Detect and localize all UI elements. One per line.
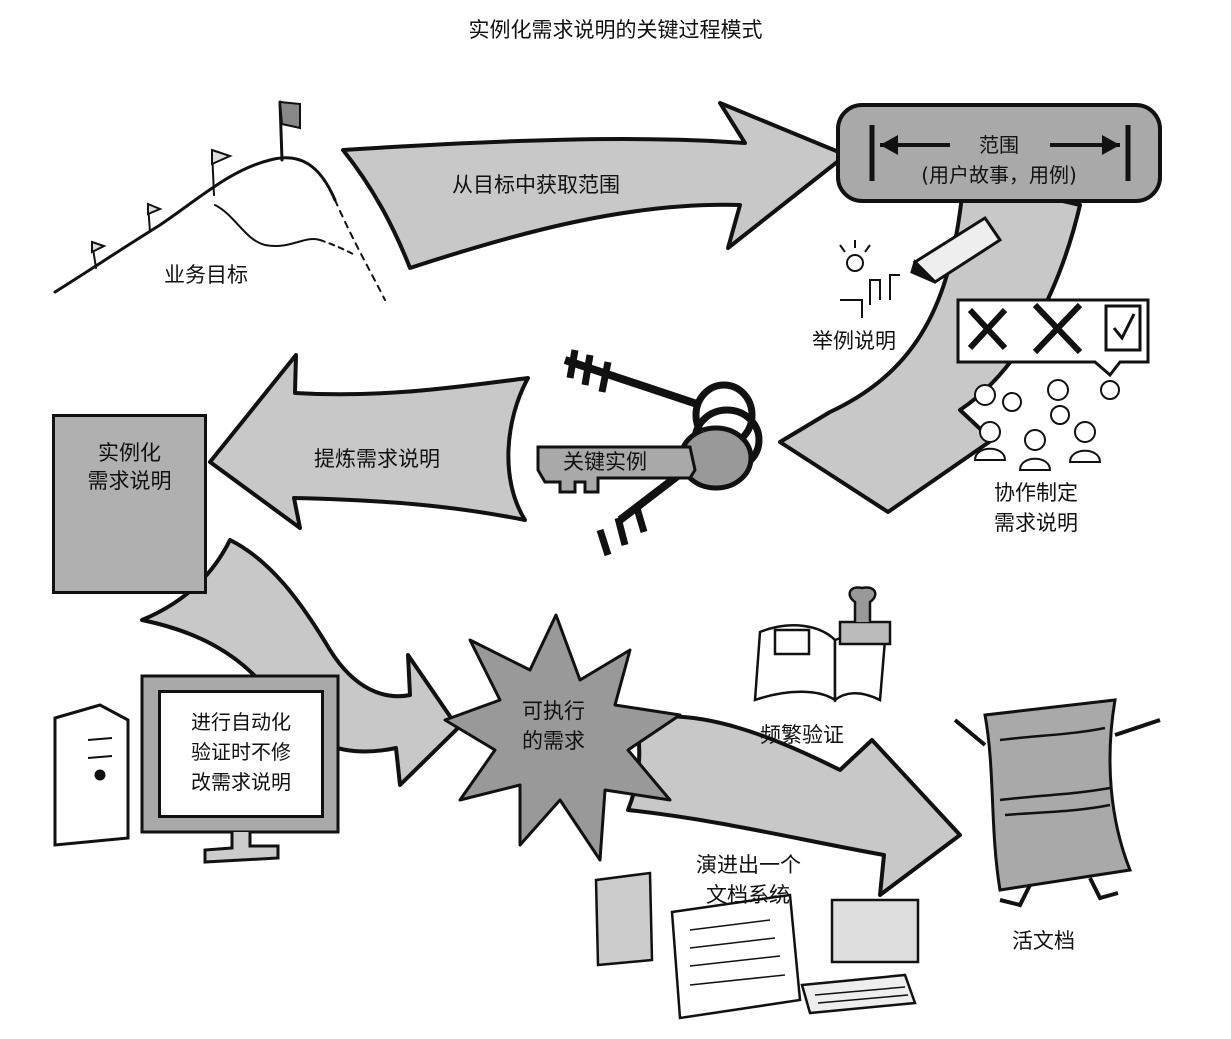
living-document-icon — [953, 698, 1161, 908]
executable-starburst — [443, 613, 682, 862]
label-illustrate: 举例说明 — [812, 329, 896, 353]
automate-line-3: 改需求说明 — [191, 770, 291, 794]
scope-box: 范围 (用户故事，用例) — [836, 103, 1162, 203]
label-key-examples: 关键实例 — [563, 450, 647, 474]
collaborators-icon — [973, 379, 1120, 471]
label-collaborate-2: 需求说明 — [994, 511, 1078, 535]
label-evolve-1: 演进出一个 — [696, 853, 801, 877]
mountain-illustration — [53, 100, 386, 301]
arrow-refine-spec — [208, 353, 530, 530]
stamp-book-icon — [753, 586, 892, 703]
options-bubble — [956, 298, 1150, 378]
person-illustrate-icon — [839, 240, 900, 318]
documentation-system-icons — [594, 871, 920, 1020]
key-examples-tag — [536, 445, 697, 494]
label-living-doc: 活文档 — [1012, 929, 1075, 953]
spec-document-box: 实例化 需求说明 — [52, 414, 207, 594]
label-evolve-2: 文档系统 — [706, 883, 790, 907]
automate-line-1: 进行自动化 — [191, 710, 291, 734]
spec-doc-title-2: 需求说明 — [87, 469, 172, 493]
label-refine-spec: 提炼需求说明 — [314, 447, 440, 471]
scope-subtitle: (用户故事，用例) — [921, 163, 1077, 187]
monitor-screen: 进行自动化 验证时不修 改需求说明 — [158, 690, 324, 818]
pencil-icon — [910, 215, 1003, 284]
scope-title: 范围 — [979, 133, 1019, 157]
automate-line-2: 验证时不修 — [191, 740, 291, 764]
label-business-goals: 业务目标 — [164, 263, 248, 287]
label-validate: 频繁验证 — [760, 723, 844, 747]
arrow-derive-scope — [341, 101, 848, 270]
label-executable-1: 可执行 — [522, 699, 585, 723]
page-title: 实例化需求说明的关键过程模式 — [468, 18, 763, 42]
flag-icons — [91, 100, 301, 254]
spec-doc-title-1: 实例化 — [98, 441, 161, 465]
computer-tower-icon — [53, 703, 130, 847]
label-derive-scope: 从目标中获取范围 — [452, 173, 620, 197]
label-executable-2: 的需求 — [522, 729, 585, 753]
label-collaborate-1: 协作制定 — [994, 481, 1078, 505]
scope-bracket-arrows — [869, 125, 1131, 181]
